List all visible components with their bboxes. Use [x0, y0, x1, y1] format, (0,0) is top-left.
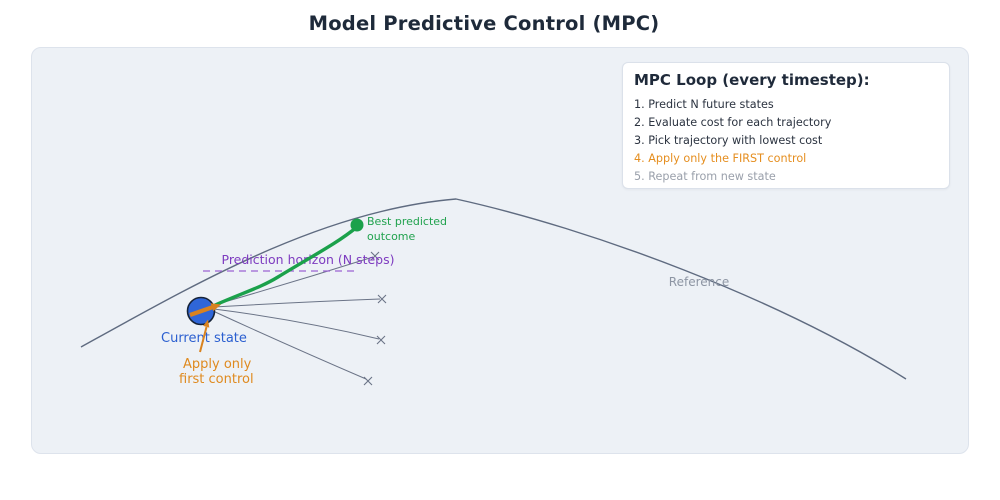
- best-outcome-label-line2: outcome: [367, 230, 416, 243]
- mpc-loop-step-2: 2. Evaluate cost for each trajectory: [634, 116, 832, 129]
- candidate-trajectories: [212, 256, 381, 380]
- best-outcome-label-line1: Best predicted: [367, 215, 447, 228]
- x-marker-icon: [363, 376, 373, 386]
- x-marker-icon: [376, 335, 386, 345]
- mpc-loop-step-1: 1. Predict N future states: [634, 98, 774, 111]
- page-title: Model Predictive Control (MPC): [308, 12, 660, 35]
- candidate-trajectory-4: [212, 310, 367, 380]
- best-trajectory: [211, 225, 359, 308]
- rejected-x-markers: [363, 251, 387, 386]
- reference-curve: [80, 198, 907, 380]
- candidate-trajectory-3: [213, 308, 380, 340]
- best-outcome-dot: [350, 218, 364, 232]
- mpc-loop-step-5: 5. Repeat from new state: [634, 170, 776, 183]
- reference-label: Reference: [669, 275, 729, 289]
- candidate-trajectory-2: [213, 298, 381, 308]
- mpc-loop-box: MPC Loop (every timestep): 1. Predict N …: [622, 62, 950, 189]
- mpc-diagram: Prediction horizon (N steps) Best predic…: [80, 198, 907, 387]
- diagram-panel: Prediction horizon (N steps) Best predic…: [31, 47, 969, 454]
- apply-control-label-line2: first control: [179, 372, 254, 387]
- candidate-trajectory-1: [213, 256, 374, 306]
- x-marker-icon: [370, 251, 380, 261]
- mpc-loop-step-3: 3. Pick trajectory with lowest cost: [634, 134, 823, 147]
- mpc-loop-step-4: 4. Apply only the FIRST control: [634, 152, 807, 165]
- apply-control-label-line1: Apply only: [183, 357, 252, 372]
- mpc-loop-box-title: MPC Loop (every timestep):: [634, 71, 870, 89]
- x-marker-icon: [377, 294, 387, 304]
- apply-control-annotation-arrow-icon: [199, 319, 210, 353]
- first-control-arrow-icon: [189, 303, 221, 317]
